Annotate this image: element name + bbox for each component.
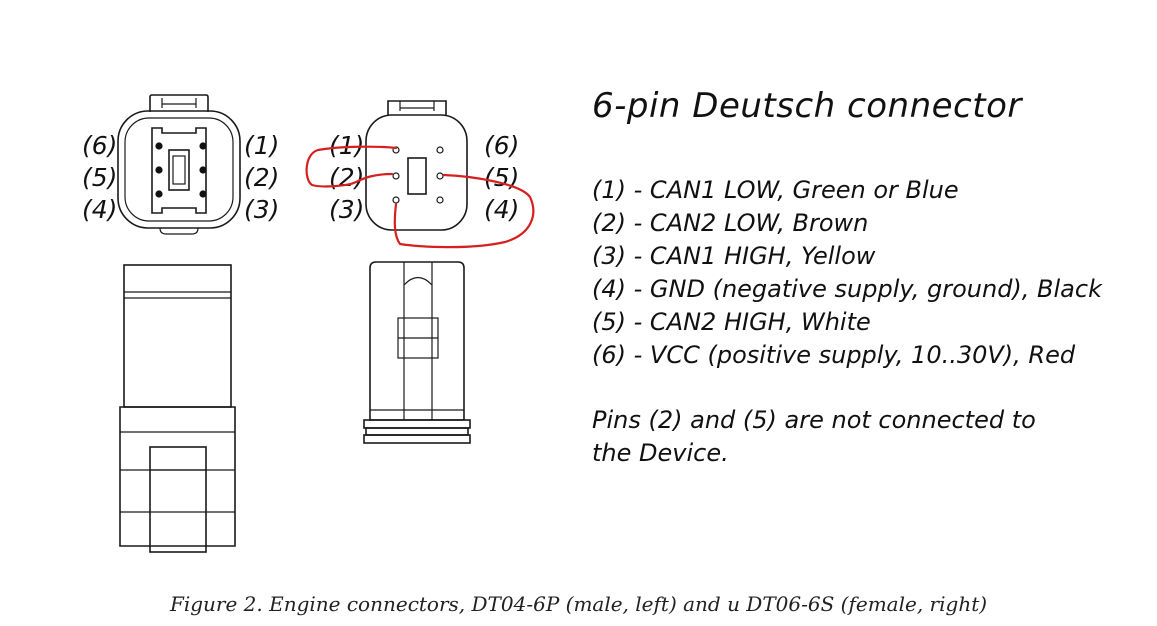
male-label-2: (2) xyxy=(244,163,279,192)
pin-description-4: (4) - GND (negative supply, ground), Bla… xyxy=(592,275,1102,303)
female-connector-side-view xyxy=(363,261,471,444)
connection-note: Pins (2) and (5) are not connected to th… xyxy=(592,406,1036,467)
female-pin-5 xyxy=(436,172,444,180)
diagram-title: 6-pin Deutsch connector xyxy=(592,86,1022,126)
male-label-1: (1) xyxy=(244,131,279,160)
female-connector-front-view xyxy=(365,100,468,231)
female-pin-3 xyxy=(392,196,400,204)
female-label-4: (4) xyxy=(484,195,519,224)
pin-description-list: (1) - CAN1 LOW, Green or Blue (2) - CAN2… xyxy=(592,174,1102,372)
male-pin-5 xyxy=(155,166,163,174)
female-label-3: (3) xyxy=(329,195,364,224)
male-label-6: (6) xyxy=(82,131,117,160)
male-pin-6 xyxy=(155,142,163,150)
red-annotation-marks xyxy=(305,145,535,249)
female-pin-2 xyxy=(392,172,400,180)
female-label-1: (1) xyxy=(329,131,364,160)
pin-description-1: (1) - CAN1 LOW, Green or Blue xyxy=(592,176,959,204)
male-label-3: (3) xyxy=(244,195,279,224)
male-connector-front-view xyxy=(117,94,241,235)
male-pin-3 xyxy=(199,190,207,198)
male-pin-2 xyxy=(199,166,207,174)
male-pin-4 xyxy=(155,190,163,198)
pin-description-3: (3) - CAN1 HIGH, Yellow xyxy=(592,242,876,270)
male-label-5: (5) xyxy=(82,163,117,192)
pin-description-5: (5) - CAN2 HIGH, White xyxy=(592,308,871,336)
pin-description-2: (2) - CAN2 LOW, Brown xyxy=(592,209,869,237)
female-label-2: (2) xyxy=(329,163,364,192)
male-label-4: (4) xyxy=(82,195,117,224)
female-pin-6 xyxy=(436,146,444,154)
female-pin-4 xyxy=(436,196,444,204)
male-pin-1 xyxy=(199,142,207,150)
male-connector-side-view xyxy=(119,264,236,553)
female-label-6: (6) xyxy=(484,131,519,160)
figure-caption: Figure 2. Engine connectors, DT04-6P (ma… xyxy=(169,592,988,616)
pin-description-6: (6) - VCC (positive supply, 10..30V), Re… xyxy=(592,341,1076,369)
